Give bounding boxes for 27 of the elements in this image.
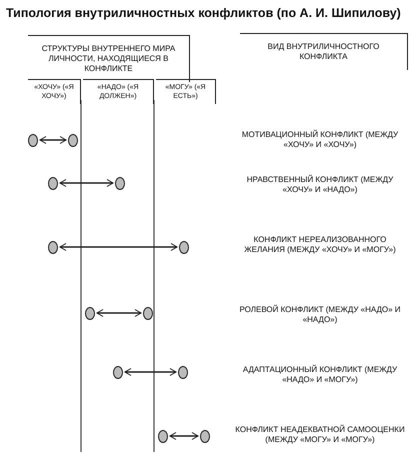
oval-token [48,240,58,254]
oval-token [68,134,78,146]
oval-token [113,366,123,378]
column-heading: ВИД ВНУТРИЛИЧНОСТНОГО КОНФЛИКТА [240,33,408,70]
oval-token [115,176,125,190]
conflict-name: КОНФЛИКТ НЕРЕАЛИЗОВАННОГО ЖЕЛАНИЯ (МЕЖДУ «ХОЧУ» И «МОГУ») [243,235,397,255]
conflict-name: АДАПТАЦИОННЫЙ КОНФЛИКТ (МЕЖДУ «НАДО» И «МОГУ») [242,365,398,385]
column-heading: СТРУКТУРЫ ВНУТРЕННЕГО МИРА ЛИЧНОСТИ, НАХОДЯЩИЕСЯ В КОНФЛИКТЕ [28,35,190,82]
double-arrow [124,368,176,376]
oval-token [178,366,188,378]
oval-token [158,430,168,442]
double-arrow [60,179,114,187]
double-arrow [40,136,66,144]
oval-token [85,306,95,320]
double-arrow [170,432,198,440]
double-arrow [60,243,178,251]
conflict-name: НРАВСТВЕННЫЙ КОНФЛИКТ (МЕЖДУ «ХОЧУ» И «НАДО») [246,175,394,195]
title: Типология внутриличностных конфликтов (по А. И. Шипилову) [6,6,401,20]
oval-token [143,306,153,320]
conflict-name: МОТИВАЦИОННЫЙ КОНФЛИКТ (МЕЖДУ «ХОЧУ» И «ХОЧУ») [240,130,400,150]
conflict-name: КОНФЛИКТ НЕАДЕКВАТНОЙ САМООЦЕНКИ (МЕЖДУ «МОГУ» И «МОГУ») [235,425,405,445]
oval-token [28,134,38,146]
oval-token [48,176,58,190]
oval-token [200,430,210,442]
double-arrow [96,309,142,317]
conflict-name: РОЛЕВОЙ КОНФЛИКТ (МЕЖДУ «НАДО» И «НАДО») [238,305,402,325]
oval-token [179,240,189,254]
